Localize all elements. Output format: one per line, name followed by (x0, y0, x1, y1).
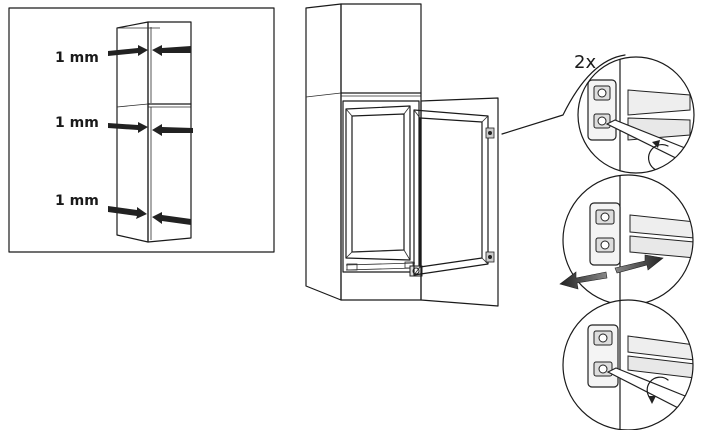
detail-tighten-screw (562, 299, 694, 430)
detail-circle-3 (562, 299, 694, 430)
cabinet-side-panel (305, 3, 342, 301)
panel-frame (8, 7, 275, 253)
door-gap-panel: 1 mm 1 mm 1 mm (8, 7, 275, 253)
cabinet-front-panel (340, 3, 422, 301)
cabinet-door (420, 97, 499, 307)
callout-pointer (501, 54, 626, 135)
gap-arrow-top (108, 45, 191, 56)
adjust-arrows (559, 254, 664, 290)
door-slide-top (485, 127, 495, 139)
door-slide-bottom (485, 251, 495, 263)
cabinet-front (147, 21, 192, 243)
fridge-door (413, 109, 489, 276)
gap-arrow-bottom (108, 206, 191, 225)
count-label: 2x (574, 52, 596, 73)
gap-label-top: 1 mm (55, 50, 99, 66)
detail-loosen-screw (577, 56, 695, 174)
gap-label-middle: 1 mm (55, 115, 99, 131)
cabinet-open-door (305, 3, 626, 307)
gap-arrow-middle (108, 122, 193, 136)
detail-circle-1 (577, 56, 695, 174)
detail-adjust-door (559, 174, 694, 306)
gap-label-bottom: 1 mm (55, 193, 99, 209)
fridge-opening (345, 105, 411, 261)
